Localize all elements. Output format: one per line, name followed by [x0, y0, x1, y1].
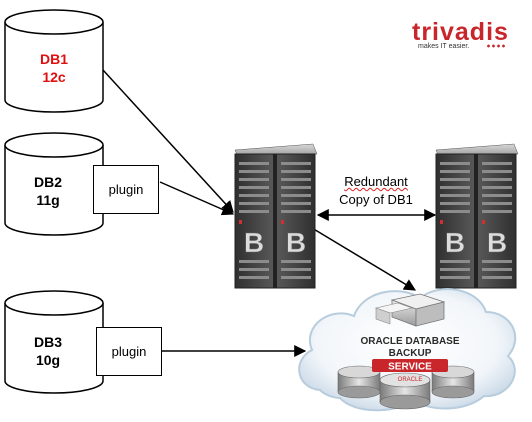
- cloud-backup-service: ORACLE DATABASE BACKUP SERVICE ORACLE: [298, 288, 517, 412]
- server-primary: B B: [234, 143, 318, 289]
- server-secondary-letter-left: B: [445, 227, 465, 258]
- arrow-db1-to-server: [102, 69, 234, 213]
- db3-plugin-label: plugin: [111, 344, 147, 359]
- db1-name: DB1: [39, 51, 68, 67]
- service-badge: [372, 359, 448, 372]
- db2-version: 11g: [36, 192, 60, 208]
- server-secondary-letter-right: B: [487, 227, 507, 258]
- connectors: [102, 69, 437, 357]
- trivadis-logo-wordmark: trivadis: [412, 18, 509, 46]
- cloud-service-title-line1: ORACLE DATABASE: [360, 336, 459, 347]
- database-db1-cylinder: [4, 9, 104, 113]
- server-secondary: B B: [435, 143, 519, 289]
- server-primary-letter-right: B: [286, 227, 306, 258]
- db2-plugin-label: plugin: [108, 182, 144, 197]
- server-primary-letter-left: B: [244, 227, 264, 258]
- db3-version: 10g: [35, 352, 61, 368]
- replication-note-line2: Copy of DB1: [339, 192, 413, 207]
- replication-note: Redundant Copy of DB1: [328, 173, 424, 209]
- db2-name: DB2: [33, 174, 62, 190]
- db1-label: DB1 12c: [10, 50, 98, 86]
- storage-boxes: [374, 293, 446, 327]
- db3-label: DB3 10g: [4, 333, 92, 369]
- db3-plugin-box: plugin: [96, 327, 162, 376]
- db1-version: 12c: [42, 69, 66, 85]
- replication-note-line1: Redundant: [328, 173, 424, 191]
- service-badge-label: SERVICE: [388, 362, 432, 373]
- database-db2-cylinder: [4, 132, 104, 236]
- replication-note-word: Redundant: [344, 174, 408, 189]
- database-db3-cylinder: [4, 290, 104, 394]
- trivadis-logo-tagline: makes IT easier.: [418, 43, 470, 50]
- oracle-brand-label: ORACLE: [398, 377, 423, 383]
- cloud-service-title-line2: BACKUP: [389, 348, 432, 359]
- arrow-server-to-cloud: [311, 227, 417, 291]
- disk-stacks: [337, 365, 475, 410]
- logo-dots-icon: [486, 43, 506, 49]
- arrow-db2-to-server: [159, 181, 235, 216]
- db2-plugin-box: plugin: [93, 165, 159, 214]
- db2-label: DB2 11g: [4, 173, 92, 209]
- db3-name: DB3: [33, 334, 62, 350]
